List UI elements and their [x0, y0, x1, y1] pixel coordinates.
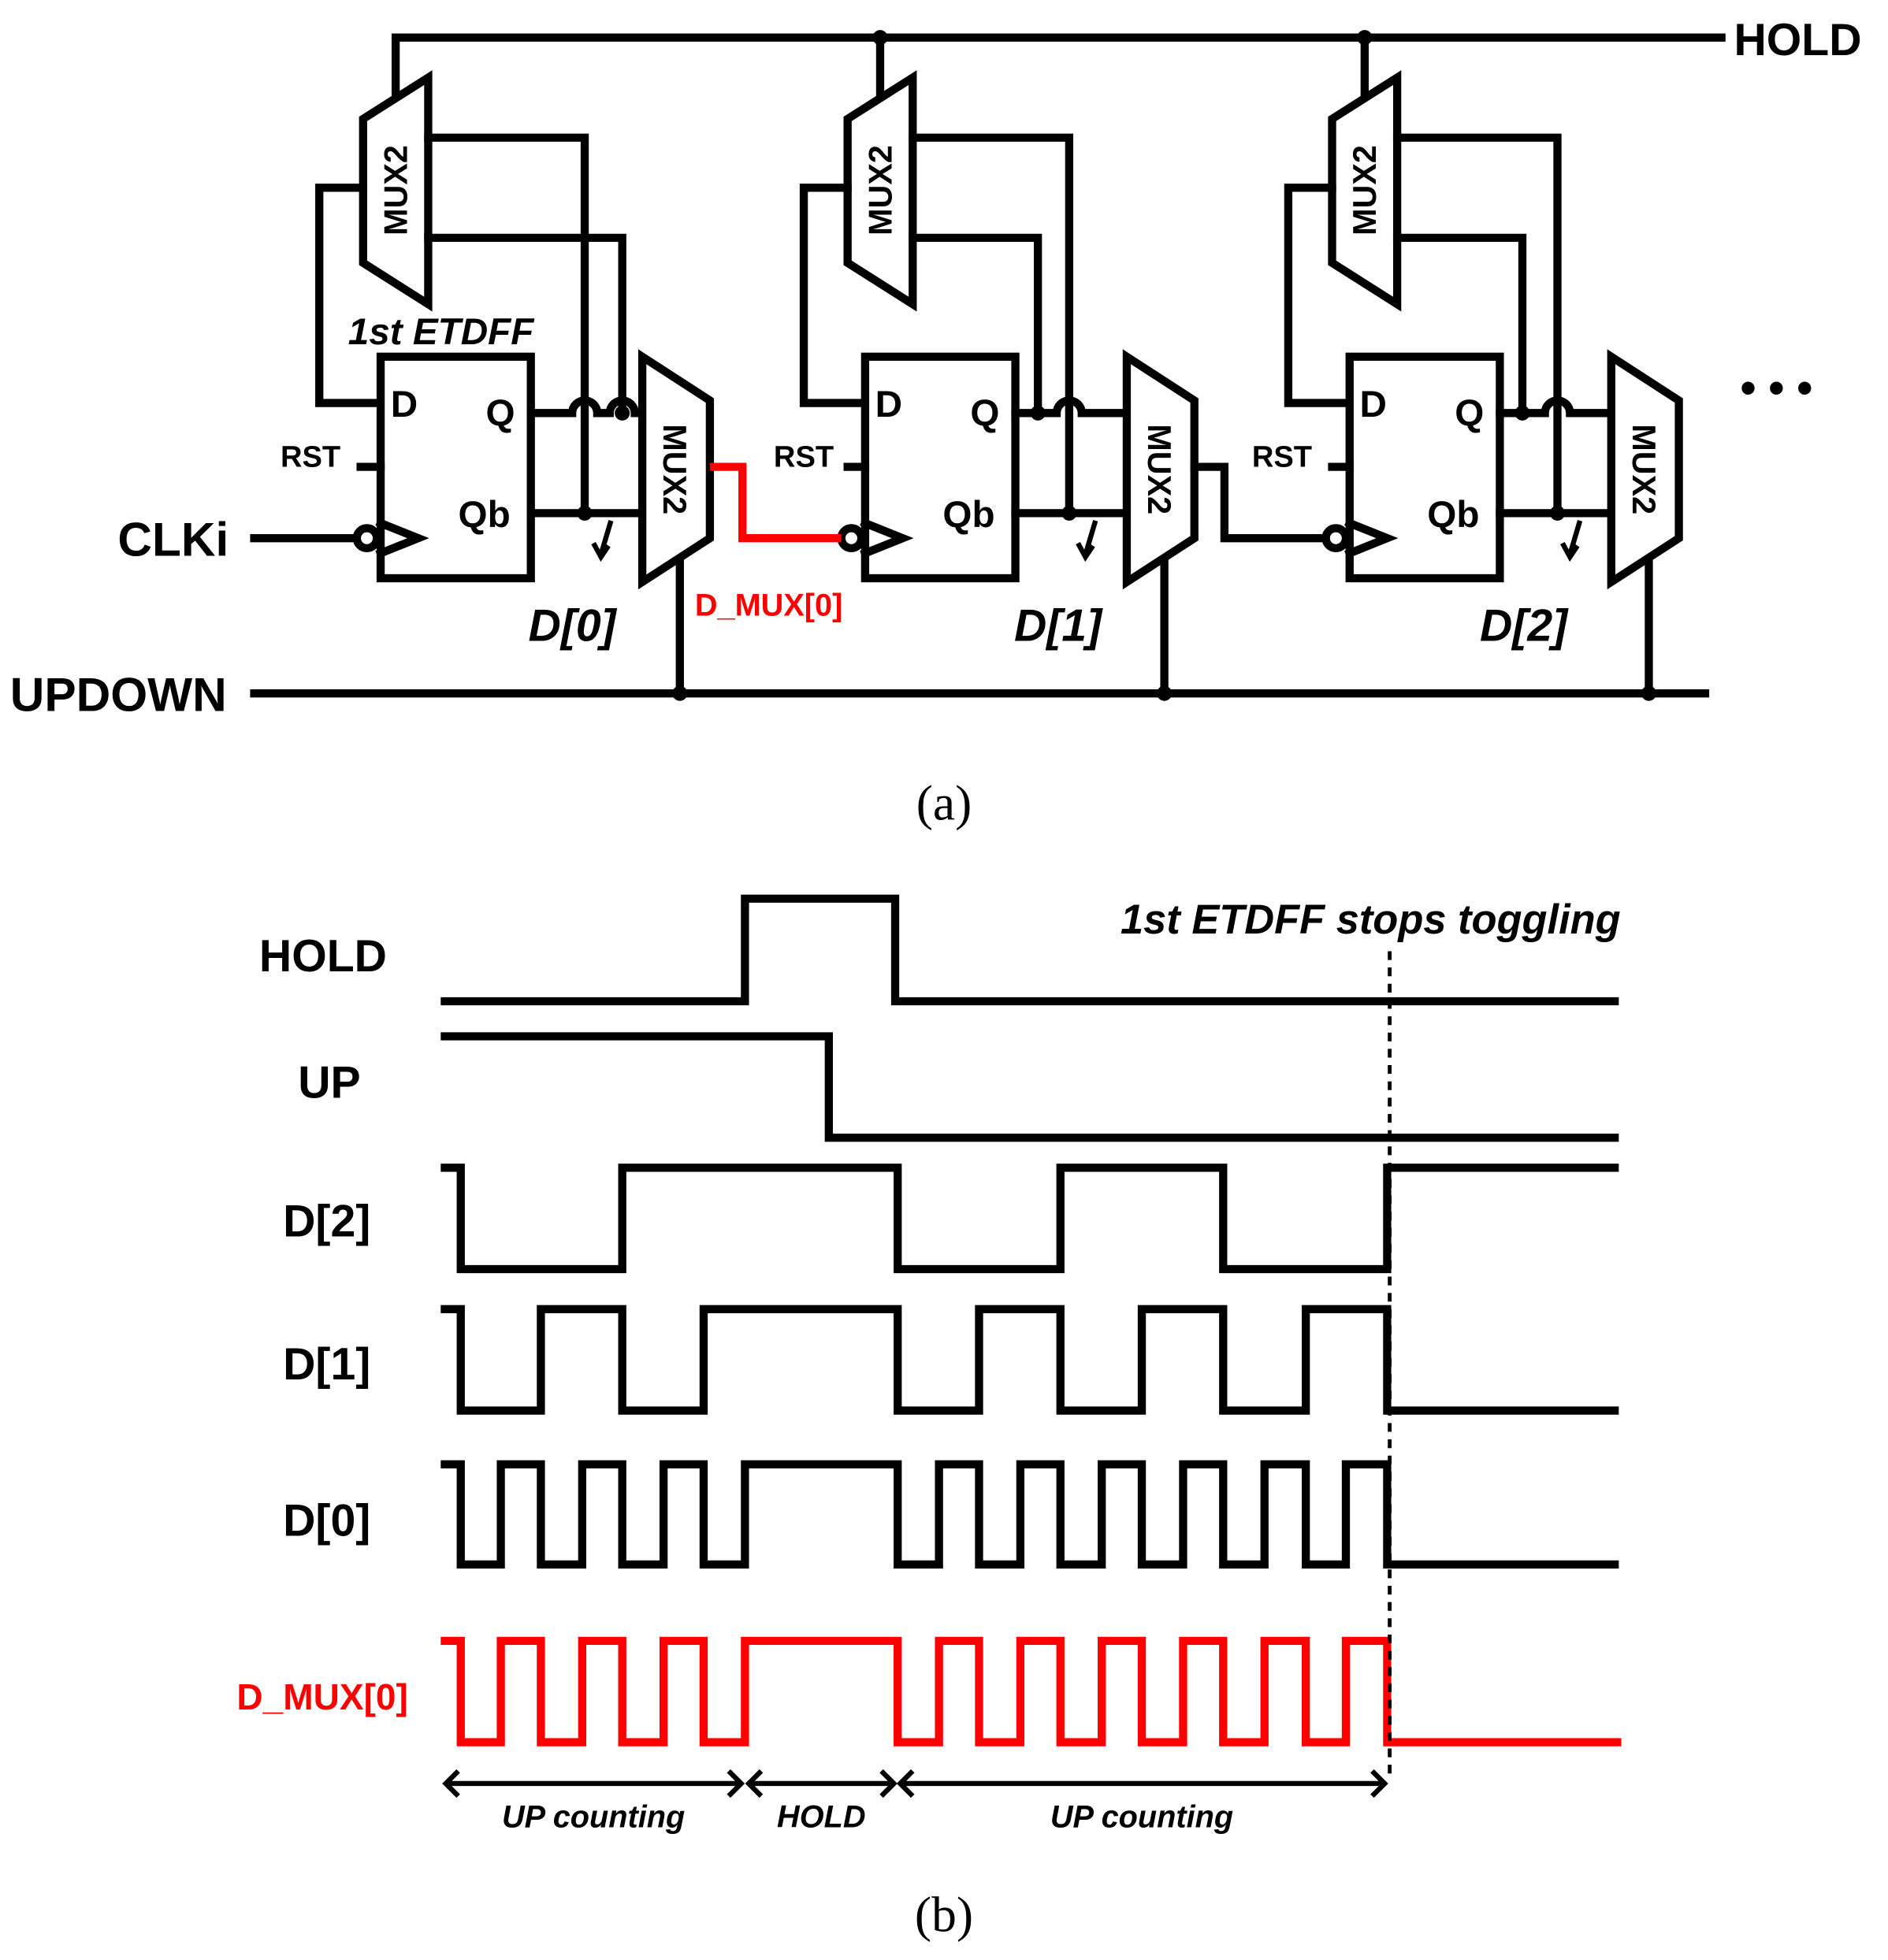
signal-label-d2: D[2]	[283, 1197, 370, 1247]
stage-2: MUX2 D Q Qb RST MUX2 D[2]	[1252, 70, 1683, 701]
feedback-mux	[843, 70, 917, 312]
clock-triangle	[1344, 518, 1399, 559]
caption-a: (a)	[916, 775, 972, 831]
feedback-wire	[799, 133, 1074, 518]
pin-qb: Qb	[1427, 494, 1479, 536]
phase-label: UP counting	[502, 1800, 685, 1835]
mux-label: MUX2	[656, 424, 693, 514]
junction	[672, 685, 688, 701]
output-arrow	[1560, 520, 1583, 562]
junction	[1549, 505, 1566, 521]
d-mux-0-label: D_MUX[0]	[695, 588, 843, 623]
continuation-dots: • • •	[1740, 363, 1812, 414]
stage-0: MUX2 D Q Qb RST MUX2 D[0]	[281, 70, 715, 701]
junction	[1641, 685, 1657, 701]
stop-toggling-annotation: 1st ETDFF stops toggling	[1121, 897, 1621, 943]
waveform-d0	[440, 1460, 1619, 1569]
pin-rst: RST	[1252, 440, 1312, 474]
junction	[1061, 505, 1077, 521]
feedback-wire	[315, 133, 626, 518]
pin-d: D	[875, 384, 902, 425]
phase-arrow-up-counting	[896, 1769, 1388, 1799]
pin-q: Q	[486, 392, 515, 434]
output-label: D[2]	[1480, 600, 1569, 651]
output-arrow	[1076, 520, 1098, 562]
stage-1: MUX2 D Q Qb RST MUX2 D[1]	[774, 70, 1199, 701]
clock-bubble	[352, 524, 381, 553]
junction	[577, 505, 593, 521]
d-mux-0-net	[709, 462, 842, 543]
mux-label: MUX2	[1141, 424, 1177, 514]
phase-label: UP counting	[1050, 1800, 1233, 1835]
pin-qb: Qb	[942, 494, 994, 536]
signal-label-d-mux-0: D_MUX[0]	[236, 1676, 408, 1717]
pin-rst: RST	[281, 440, 340, 474]
junction	[1030, 405, 1046, 421]
output-arrow	[591, 520, 614, 562]
signal-label-hold: HOLD	[259, 931, 387, 982]
feedback-wire	[1284, 133, 1562, 518]
feedback-mux	[359, 70, 433, 312]
pin-d: D	[1359, 384, 1386, 425]
pin-qb: Qb	[459, 494, 511, 536]
first-ff-title: 1st ETDFF	[348, 311, 536, 353]
output-mux	[1607, 349, 1683, 590]
feedback-mux	[1328, 70, 1402, 312]
output-label: D[1]	[1014, 600, 1103, 651]
signal-label-up: UP	[298, 1057, 360, 1108]
junction	[1514, 405, 1530, 421]
pin-d: D	[391, 384, 418, 425]
mux-label: MUX2	[862, 145, 898, 236]
stage-link-net	[1190, 462, 1330, 543]
waveform-up	[440, 1032, 1619, 1142]
waveform-hold	[440, 894, 1619, 1006]
phase-arrow-hold	[745, 1769, 898, 1799]
updown-label: UPDOWN	[10, 667, 227, 721]
clock-bubble	[837, 524, 866, 553]
pin-q: Q	[970, 392, 999, 434]
mux-label: MUX2	[377, 145, 414, 236]
circuit-panel: HOLD UPDOWN CLKi • • • 1st ETDFF MUX2 D …	[10, 15, 1862, 831]
output-label: D[0]	[529, 600, 618, 651]
hold-net	[391, 33, 1726, 107]
phase-label: HOLD	[777, 1800, 865, 1835]
signal-label-d1: D[1]	[283, 1339, 370, 1390]
pin-q: Q	[1455, 392, 1484, 434]
mux-label: MUX2	[1347, 145, 1383, 236]
output-mux	[637, 349, 715, 590]
junction	[615, 405, 630, 421]
hold-junction	[1357, 30, 1373, 46]
output-mux	[1122, 349, 1199, 590]
mux-label: MUX2	[1626, 424, 1662, 514]
phase-arrow-up-counting	[442, 1769, 745, 1799]
junction	[1157, 685, 1173, 701]
waveform-d-mux-0	[440, 1636, 1622, 1747]
clock-triangle	[375, 518, 429, 559]
clock-triangle	[860, 518, 914, 559]
hold-label: HOLD	[1734, 15, 1862, 65]
waveform-d1	[440, 1305, 1619, 1415]
timing-panel: HOLD UP D[2] D[1] D[0] D_MUX[0] 1st ETDF…	[236, 894, 1622, 1942]
waveform-d2	[440, 1164, 1619, 1274]
hold-junction	[872, 30, 888, 46]
caption-b: (b)	[915, 1886, 973, 1942]
clk-label: CLKi	[117, 512, 229, 566]
signal-label-d0: D[0]	[283, 1495, 370, 1546]
pin-rst: RST	[774, 440, 834, 474]
